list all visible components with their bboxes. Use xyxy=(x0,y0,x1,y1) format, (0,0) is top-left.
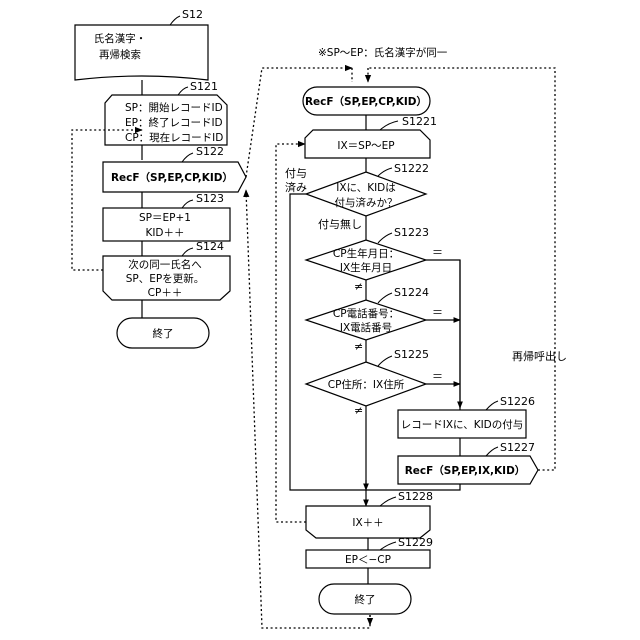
svg-text:IX＝SP〜EP: IX＝SP〜EP xyxy=(337,140,394,152)
svg-text:IX＋＋: IX＋＋ xyxy=(352,517,383,529)
step-label-s1226: S1226 xyxy=(500,395,535,408)
decision-s1224: CP電話番号： IX電話番号 S1224 xyxy=(306,286,429,340)
step-label-s1223: S1223 xyxy=(394,226,429,239)
svg-text:再帰検索: 再帰検索 xyxy=(99,48,141,61)
eq-label-s1224: ＝ xyxy=(432,306,443,319)
terminal-end-main: 終了 xyxy=(117,318,209,348)
svg-text:CP電話番号：: CP電話番号： xyxy=(333,307,399,320)
svg-text:CP住所：IX住所: CP住所：IX住所 xyxy=(328,378,405,391)
step-s1226: レコードIXに、KIDの付与 S1226 xyxy=(398,395,535,438)
svg-text:RecF（SP,EP,CP,KID）: RecF（SP,EP,CP,KID） xyxy=(305,95,427,108)
svg-text:レコードIXに、KIDの付与: レコードIXに、KIDの付与 xyxy=(401,418,524,431)
svg-text:終了: 終了 xyxy=(355,593,376,606)
note-same-name-range: ※SP〜EP：氏名漢字が同一 xyxy=(318,46,448,59)
ne-label-s1223: ≠ xyxy=(354,280,363,293)
step-s121: SP：開始レコードID EP：終了レコードID CP：現在レコードID S121 xyxy=(105,80,227,145)
call-arrow-s122-to-recf xyxy=(246,68,352,177)
loop-arrow-s124-to-s122 xyxy=(72,130,142,270)
ne-label-s1225: ≠ xyxy=(354,404,363,417)
decision-s1225: CP住所：IX住所 S1225 xyxy=(306,348,429,406)
step-s124: 次の同一氏名へ SP、EPを更新。 CP＋＋ S124 xyxy=(103,240,230,300)
terminal-end-recf: 終了 xyxy=(319,584,411,614)
decision-s1223: CP生年月日： IX生年月日 S1223 xyxy=(306,226,429,280)
step-s122: RecF（SP,EP,CP,KID） S122 xyxy=(103,145,246,192)
svg-text:CP生年月日：: CP生年月日： xyxy=(333,247,399,260)
step-label-s1221: S1221 xyxy=(402,115,437,128)
step-s1229: EP＜−CP S1229 xyxy=(306,536,433,568)
step-s123: SP＝EP+1 KID＋＋ S123 xyxy=(103,192,230,241)
svg-text:次の同一氏名へ: 次の同一氏名へ xyxy=(128,258,202,271)
step-label-s124: S124 xyxy=(196,240,224,253)
svg-text:SP：開始レコードID: SP：開始レコードID xyxy=(125,101,223,114)
svg-text:EP＜−CP: EP＜−CP xyxy=(345,554,391,566)
step-label-s1222: S1222 xyxy=(394,162,429,175)
ne-label-s1224: ≠ xyxy=(354,340,363,353)
svg-text:付与済みか？: 付与済みか？ xyxy=(335,196,398,209)
step-s1228: IX＋＋ S1228 xyxy=(306,490,433,538)
decision-s1222: IXに、KIDは 付与済みか？ S1222 xyxy=(306,162,429,216)
svg-text:EP：終了レコードID: EP：終了レコードID xyxy=(125,116,223,129)
step-label-s1228: S1228 xyxy=(398,490,433,503)
recf-entry: RecF（SP,EP,CP,KID） xyxy=(303,87,430,115)
step-s1227: RecF（SP,EP,IX,KID） S1227 xyxy=(398,441,538,484)
step-label-s122: S122 xyxy=(196,145,224,158)
svg-text:IXに、KIDは: IXに、KIDは xyxy=(336,182,396,194)
svg-text:KID＋＋: KID＋＋ xyxy=(145,227,184,239)
svg-text:CP＋＋: CP＋＋ xyxy=(148,287,183,299)
step-label-s12: S12 xyxy=(182,8,203,21)
step-s1221: IX＝SP〜EP S1221 xyxy=(305,115,437,158)
step-label-s1224: S1224 xyxy=(394,286,429,299)
svg-text:RecF（SP,EP,CP,KID）: RecF（SP,EP,CP,KID） xyxy=(111,171,233,184)
eq-branch-line xyxy=(426,260,460,410)
branch-label-granted-1: 付与 xyxy=(285,167,307,180)
svg-text:SP、EPを更新。: SP、EPを更新。 xyxy=(126,272,204,285)
step-s12: 氏名漢字・ 再帰検索 S12 xyxy=(75,8,208,80)
svg-text:終了: 終了 xyxy=(153,327,174,340)
svg-text:氏名漢字・: 氏名漢字・ xyxy=(94,32,147,45)
svg-text:CP：現在レコードID: CP：現在レコードID xyxy=(125,132,223,144)
step-label-s121: S121 xyxy=(190,80,218,93)
svg-text:SP＝EP+1: SP＝EP+1 xyxy=(139,212,191,224)
svg-text:IX生年月日: IX生年月日 xyxy=(340,261,392,274)
recursive-call-note: 再帰呼出し xyxy=(512,349,567,363)
branch-label-granted-2: 済み xyxy=(285,180,307,194)
loop-arrow-s1228-to-s1221 xyxy=(276,144,306,522)
eq-label-s1223: ＝ xyxy=(432,246,443,259)
branch-label-not-granted: 付与無し xyxy=(318,217,362,231)
step-label-s1225: S1225 xyxy=(394,348,429,361)
eq-label-s1225: ＝ xyxy=(432,370,443,383)
step-label-s1227: S1227 xyxy=(500,441,535,454)
step-label-s123: S123 xyxy=(196,192,224,205)
svg-text:RecF（SP,EP,IX,KID）: RecF（SP,EP,IX,KID） xyxy=(405,464,526,477)
svg-text:IX電話番号: IX電話番号 xyxy=(340,321,392,334)
step-label-s1229: S1229 xyxy=(398,536,433,549)
